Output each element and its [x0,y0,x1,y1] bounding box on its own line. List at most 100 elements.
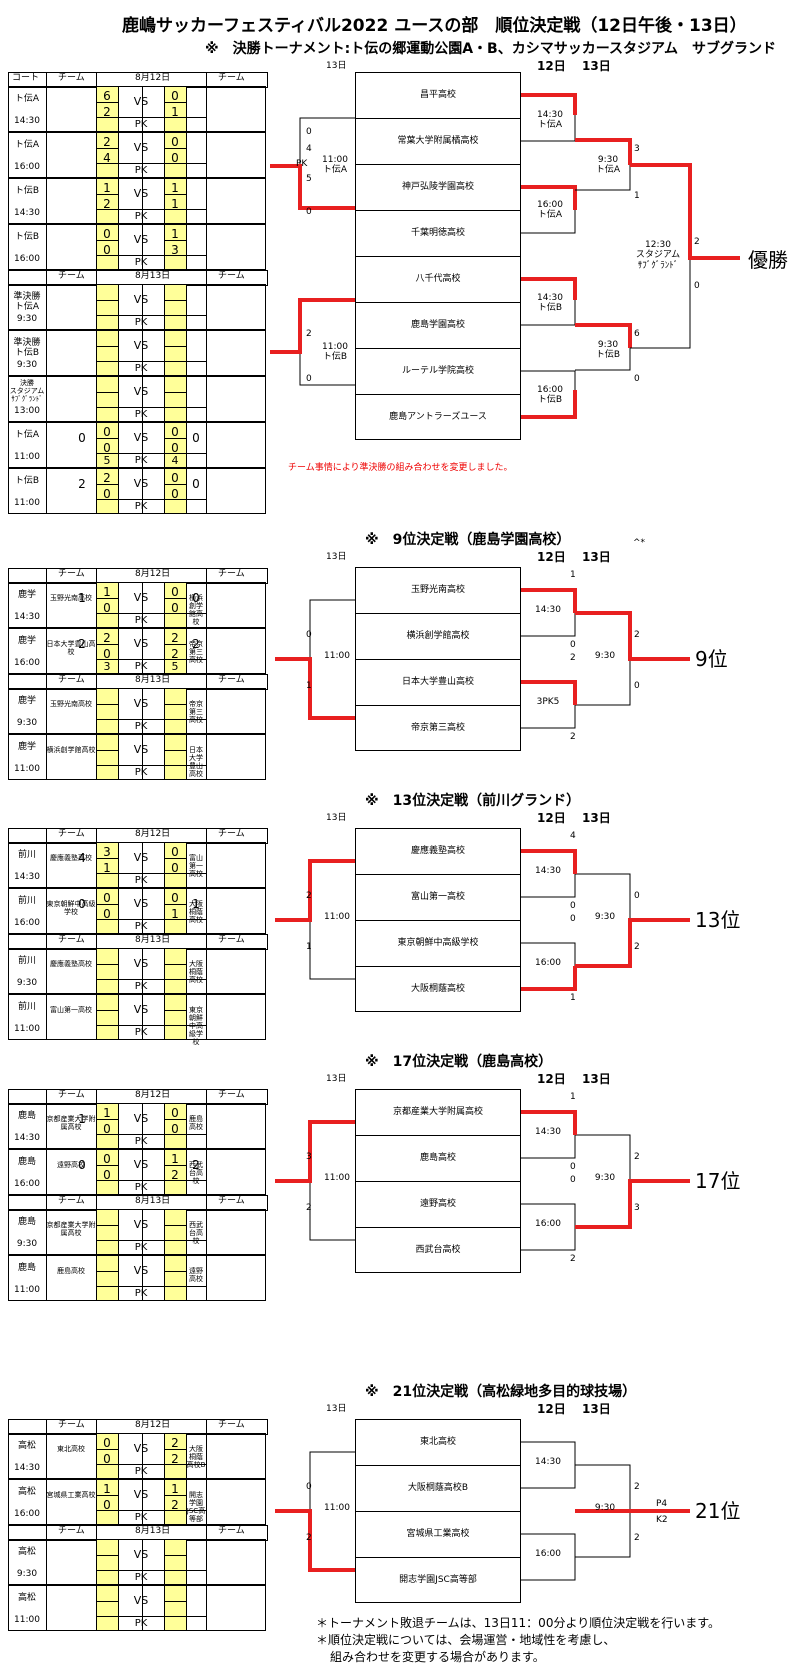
time-label: 11:00 [14,1024,40,1034]
score-total-left: 1 [78,1111,86,1126]
col-divider [186,734,187,780]
score-col [164,1150,186,1194]
score-col [164,1586,186,1630]
vs-col [118,583,164,627]
vs-col [118,1256,164,1300]
col-divider [96,422,97,468]
score-col [164,285,186,329]
team-name: 東北高校 [419,1437,456,1447]
score-divider [164,703,186,705]
score-total-right: 2 [192,1157,200,1172]
col-divider [46,270,47,284]
court-label: 鹿島 [17,1217,36,1227]
team-name: 東京朝鮮中高級学校 [397,938,479,948]
col-divider [206,86,207,132]
col-divider [164,688,165,734]
day-label: 13日 [582,59,611,73]
header-team: チーム [218,271,245,281]
score-half2: 0 [103,906,111,921]
col-divider [96,330,97,376]
col-divider [142,1103,143,1149]
col-divider [46,568,47,582]
col-divider [118,86,119,132]
header-team: チーム [58,271,85,281]
court-label: 鹿島 [17,1263,36,1273]
section-title: ※ 9位決定戦（鹿島学園高校） [365,532,571,548]
match-time: 9:30 [594,1503,616,1513]
court-label: ト伝B [14,186,40,196]
pk-left: 3 [103,660,111,673]
team-left: 富山第一高校 [50,1005,92,1014]
col-divider [46,1149,47,1195]
pk-divider [96,315,206,316]
score-total-left: 4 [78,850,86,865]
col-divider [46,1195,47,1209]
col-divider [96,1149,97,1195]
col-divider [118,994,119,1040]
col-divider [46,1089,47,1103]
time-label: 14:30 [14,612,40,622]
court-label: ト伝A [14,430,40,440]
col-divider [206,1149,207,1195]
col-divider [96,1539,97,1585]
vs-col [118,285,164,329]
team-divider [355,1181,521,1182]
col-divider [206,1419,207,1433]
vs-label: VS [133,232,149,246]
score-half1: 2 [171,631,179,645]
match-row [8,330,266,376]
col-divider [96,994,97,1040]
pk-label: PK [134,767,148,778]
score-col [164,225,186,269]
team-name: 遠野高校 [419,1199,456,1209]
score-col [164,423,186,467]
vs-label: VS [133,590,149,604]
col-divider [142,994,143,1040]
team-right: 大阪桐蔭高校 [189,899,203,924]
pk-divider [96,1510,206,1511]
score-col [96,179,118,223]
col-divider [118,842,119,888]
score-divider [96,1600,118,1602]
score-half1: 0 [103,1436,111,1450]
match-row [8,948,266,994]
col-divider [164,284,165,330]
section-title: ※ 17位決定戦（鹿島高校） [365,1054,553,1070]
score: 2 [570,1253,576,1264]
score-divider [96,1224,118,1226]
col-divider [142,734,143,780]
col-divider [46,1433,47,1479]
time-label: 16:00 [14,254,40,264]
court-label: ト伝A [14,94,40,104]
pk-divider [96,407,206,408]
team-right: 遠野高校 [189,1266,203,1283]
col-divider [96,376,97,422]
score-half2: 2 [171,1497,179,1512]
col-divider [118,1149,119,1195]
match-row [8,224,266,270]
team-divider [355,705,521,706]
score-half1: 0 [171,89,179,103]
col-divider [206,674,207,688]
winner-path [521,277,577,300]
score-divider [164,1554,186,1556]
col-divider [206,1103,207,1149]
score-half2: 0 [103,1167,111,1182]
header-date: 8月12日 [135,569,171,579]
score: 0 [570,639,576,650]
score: 0 [306,127,312,137]
col-divider [206,734,207,780]
team-name: 慶應義塾高校 [410,846,465,856]
score-half2: 0 [103,242,111,257]
col-divider [96,628,97,674]
score-col [164,735,186,779]
col-divider [96,86,97,132]
score-total-left: 0 [78,1157,86,1172]
col-divider [206,1525,207,1539]
vs-label: VS [133,140,149,154]
vs-col [118,689,164,733]
col-divider [46,1419,47,1433]
col-divider [206,582,207,628]
score-half1: 2 [103,631,111,645]
time-label: 16:00 [14,162,40,172]
